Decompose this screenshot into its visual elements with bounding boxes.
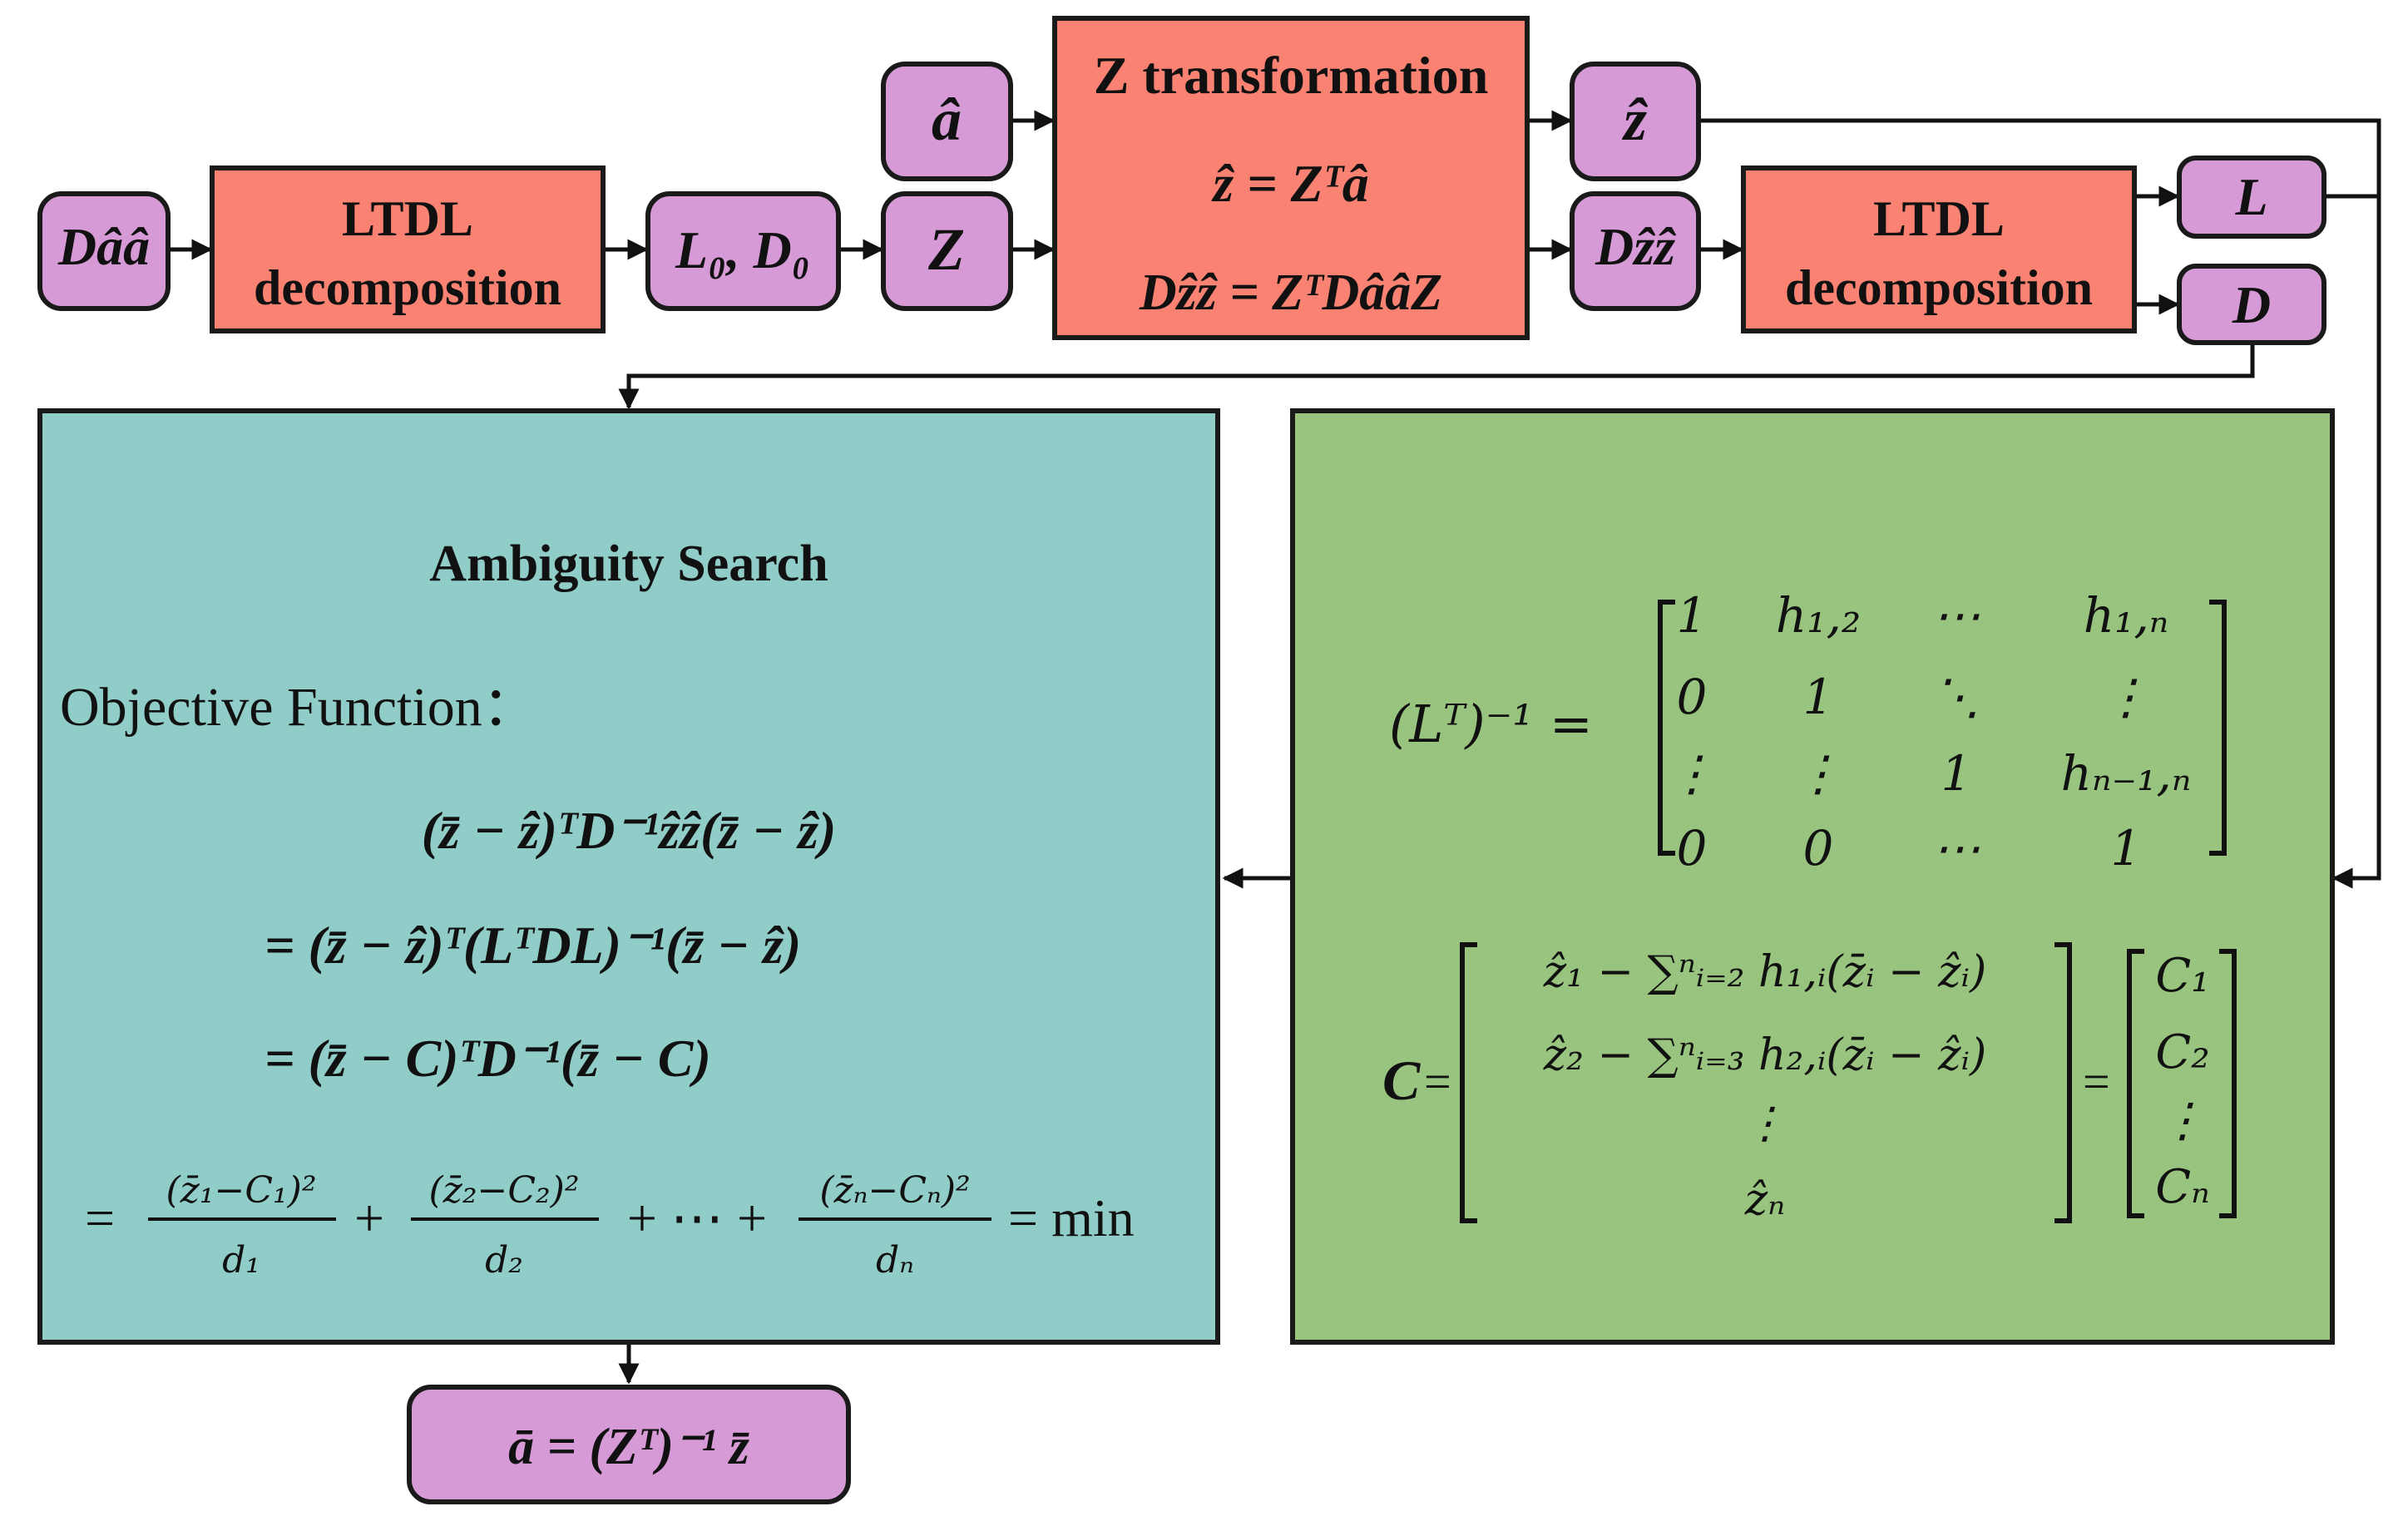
l-matrix-cell: 1 xyxy=(1941,745,1972,802)
c-vector-equation: C = ẑ₁ − ∑ⁿᵢ₌₂ h₁,ᵢ(z̄ᵢ − ẑᵢ) ẑ₂ − ∑ⁿᵢ₌₃ … xyxy=(1382,942,2237,1225)
c-left-bracket xyxy=(1460,942,1477,1223)
l-matrix-panel: (Lᵀ)⁻¹ = 1 h₁,₂ ⋯ h₁,ₙ 0 1 ⋱ ⋮ ⋮ ⋮ 1 hₙ₋₁,ₙ 0 0 ⋯ 1 C =… xyxy=(1290,408,2335,1345)
objective-function-label: Objective Function： xyxy=(60,677,537,738)
node-ltdl-1-line2: decomposition xyxy=(254,260,561,315)
node-d-label: D xyxy=(2232,275,2271,334)
c-expression-row: ẑ₂ − ∑ⁿᵢ₌₃ h₂,ᵢ(z̄ᵢ − ẑᵢ) xyxy=(1543,1030,1987,1080)
node-z-hat: ẑ xyxy=(1570,62,1701,181)
cvec-left-bracket xyxy=(2127,949,2144,1218)
c-expression-row: ẑₙ xyxy=(1744,1175,1785,1225)
l-matrix-cell: 0 xyxy=(1677,669,1708,725)
node-l0-d0-label: L₀, D₀ xyxy=(675,220,810,279)
l-matrix-cell: ⋮ xyxy=(1794,745,1842,802)
objective-sum: = (z̄₁−C₁)² d₁ + (z̄₂−C₂)² d₂ + ⋯ + (z̄ₙ… xyxy=(85,1169,1135,1282)
term1-denominator: d₁ xyxy=(222,1239,260,1282)
c-right-bracket xyxy=(2054,942,2072,1223)
sum-lead-equals: = xyxy=(85,1188,115,1247)
l-matrix-cell: h₁,₂ xyxy=(1776,587,1861,644)
connectors xyxy=(170,110,2381,1385)
objective-eq2: = (z̄ − ẑ)ᵀ(LᵀDL)⁻¹(z̄ − ẑ) xyxy=(265,916,801,975)
c-lhs: C xyxy=(1382,1049,1421,1112)
l-inverse-matrix: 1 h₁,₂ ⋯ h₁,ₙ 0 1 ⋱ ⋮ ⋮ ⋮ 1 hₙ₋₁,ₙ 0 0 ⋯ 1 xyxy=(1658,587,2227,877)
l-matrix-cell: 1 xyxy=(2111,820,2142,877)
termn-numerator: (z̄ₙ−Cₙ)² xyxy=(819,1169,970,1212)
l-matrix-cell: ⋮ xyxy=(2102,669,2150,725)
c-vector-entry: Cₙ xyxy=(2155,1160,2210,1214)
node-ltdl-2-line2: decomposition xyxy=(1785,260,2093,315)
l-matrix-right-bracket xyxy=(2209,600,2227,856)
node-d-aa: Dââ xyxy=(37,191,171,311)
node-d-zz: Dẑẑ xyxy=(1570,191,1701,311)
node-ltdl-2-line1: LTDL xyxy=(1873,191,2005,246)
l-inverse-lhs: (Lᵀ)⁻¹ = xyxy=(1389,694,1593,754)
term1-numerator: (z̄₁−C₁)² xyxy=(166,1169,317,1212)
node-z-label: Z xyxy=(927,216,965,283)
l-matrix-cell: 1 xyxy=(1803,669,1834,725)
l-matrix-cell: h₁,ₙ xyxy=(2084,587,2169,644)
objective-eq3: = (z̄ − C)ᵀD⁻¹(z̄ − C) xyxy=(265,1029,711,1088)
objective-eq1: (z̄ − ẑ)ᵀD⁻¹ẑẑ(z̄ − ẑ) xyxy=(422,801,837,860)
sum-plus-1: + xyxy=(354,1188,384,1247)
node-a-hat: â xyxy=(881,62,1013,181)
node-z: Z xyxy=(881,191,1013,311)
l-matrix-cell: 0 xyxy=(1677,820,1708,877)
node-z-hat-label: ẑ xyxy=(1621,86,1649,153)
node-d: D xyxy=(2177,264,2326,345)
node-a-hat-label: â xyxy=(932,86,962,153)
termn-denominator: dₙ xyxy=(876,1239,914,1282)
node-result: ā = (Zᵀ)⁻¹ z̄ xyxy=(407,1385,851,1504)
l-matrix-cell: 0 xyxy=(1803,820,1834,877)
node-d-zz-label: Dẑẑ xyxy=(1595,217,1676,276)
c-expression-rows: ẑ₁ − ∑ⁿᵢ₌₂ h₁,ᵢ(z̄ᵢ − ẑᵢ) ẑ₂ − ∑ⁿᵢ₌₃ h₂,ᵢ… xyxy=(1543,947,1987,1225)
l-matrix-cell: ⋮ xyxy=(1668,745,1716,802)
node-ltdl-2: LTDL decomposition xyxy=(1741,165,2137,333)
c-vector-entries: C₁ C₂ ⋮ Cₙ xyxy=(2155,949,2210,1214)
node-l: L xyxy=(2177,156,2326,239)
node-l0-d0: L₀, D₀ xyxy=(645,191,841,311)
line-d-to-search xyxy=(618,341,2255,410)
ztrans-eq2: Dẑẑ = ZᵀDââZ xyxy=(1139,264,1442,321)
l-matrix-cell: 1 xyxy=(1677,587,1708,644)
l-matrix-cell: ⋯ xyxy=(1932,587,1980,644)
c-equals-2: = xyxy=(2083,1054,2110,1109)
c-vector-entry: C₁ xyxy=(2155,949,2209,1003)
l-matrix-cells: 1 h₁,₂ ⋯ h₁,ₙ 0 1 ⋱ ⋮ ⋮ ⋮ 1 hₙ₋₁,ₙ 0 0 ⋯ 1 xyxy=(1668,587,2191,877)
l-matrix-cell: ⋯ xyxy=(1932,820,1980,877)
l-matrix-cell: hₙ₋₁,ₙ xyxy=(2061,745,2192,802)
node-ltdl-1: LTDL decomposition xyxy=(210,165,606,333)
node-z-transformation: Z transformation ẑ = Zᵀâ Dẑẑ = ZᵀDââZ xyxy=(1052,16,1530,340)
ambiguity-search-panel: Ambiguity Search Objective Function： (z̄… xyxy=(37,408,1220,1345)
c-equals-1: = xyxy=(1424,1054,1451,1109)
l-matrix-cell: ⋱ xyxy=(1932,669,1980,725)
ztrans-eq1: ẑ = Zᵀâ xyxy=(1211,154,1369,213)
c-expression-row: ẑ₁ − ∑ⁿᵢ₌₂ h₁,ᵢ(z̄ᵢ − ẑᵢ) xyxy=(1543,947,1987,997)
line-zhat-to-lmatrix xyxy=(1700,118,2381,889)
l-matrix-left-bracket xyxy=(1658,600,1675,856)
cvec-right-bracket xyxy=(2219,949,2237,1218)
node-ltdl-1-line1: LTDL xyxy=(342,191,473,246)
ztrans-title: Z transformation xyxy=(1094,46,1489,105)
sum-dots: + ⋯ + xyxy=(627,1188,767,1247)
sum-tail-min: = min xyxy=(1008,1188,1135,1247)
c-expression-row: ⋮ xyxy=(1743,1099,1787,1148)
term2-numerator: (z̄₂−C₂)² xyxy=(429,1169,580,1212)
node-d-aa-label: Dââ xyxy=(57,217,150,276)
c-vector-entry: ⋮ xyxy=(2159,1094,2206,1148)
c-vector-entry: C₂ xyxy=(2155,1025,2209,1079)
node-result-label: ā = (Zᵀ)⁻¹ z̄ xyxy=(508,1419,749,1475)
term2-denominator: d₂ xyxy=(485,1239,523,1282)
node-l-label: L xyxy=(2234,167,2267,226)
search-title: Ambiguity Search xyxy=(429,536,828,592)
